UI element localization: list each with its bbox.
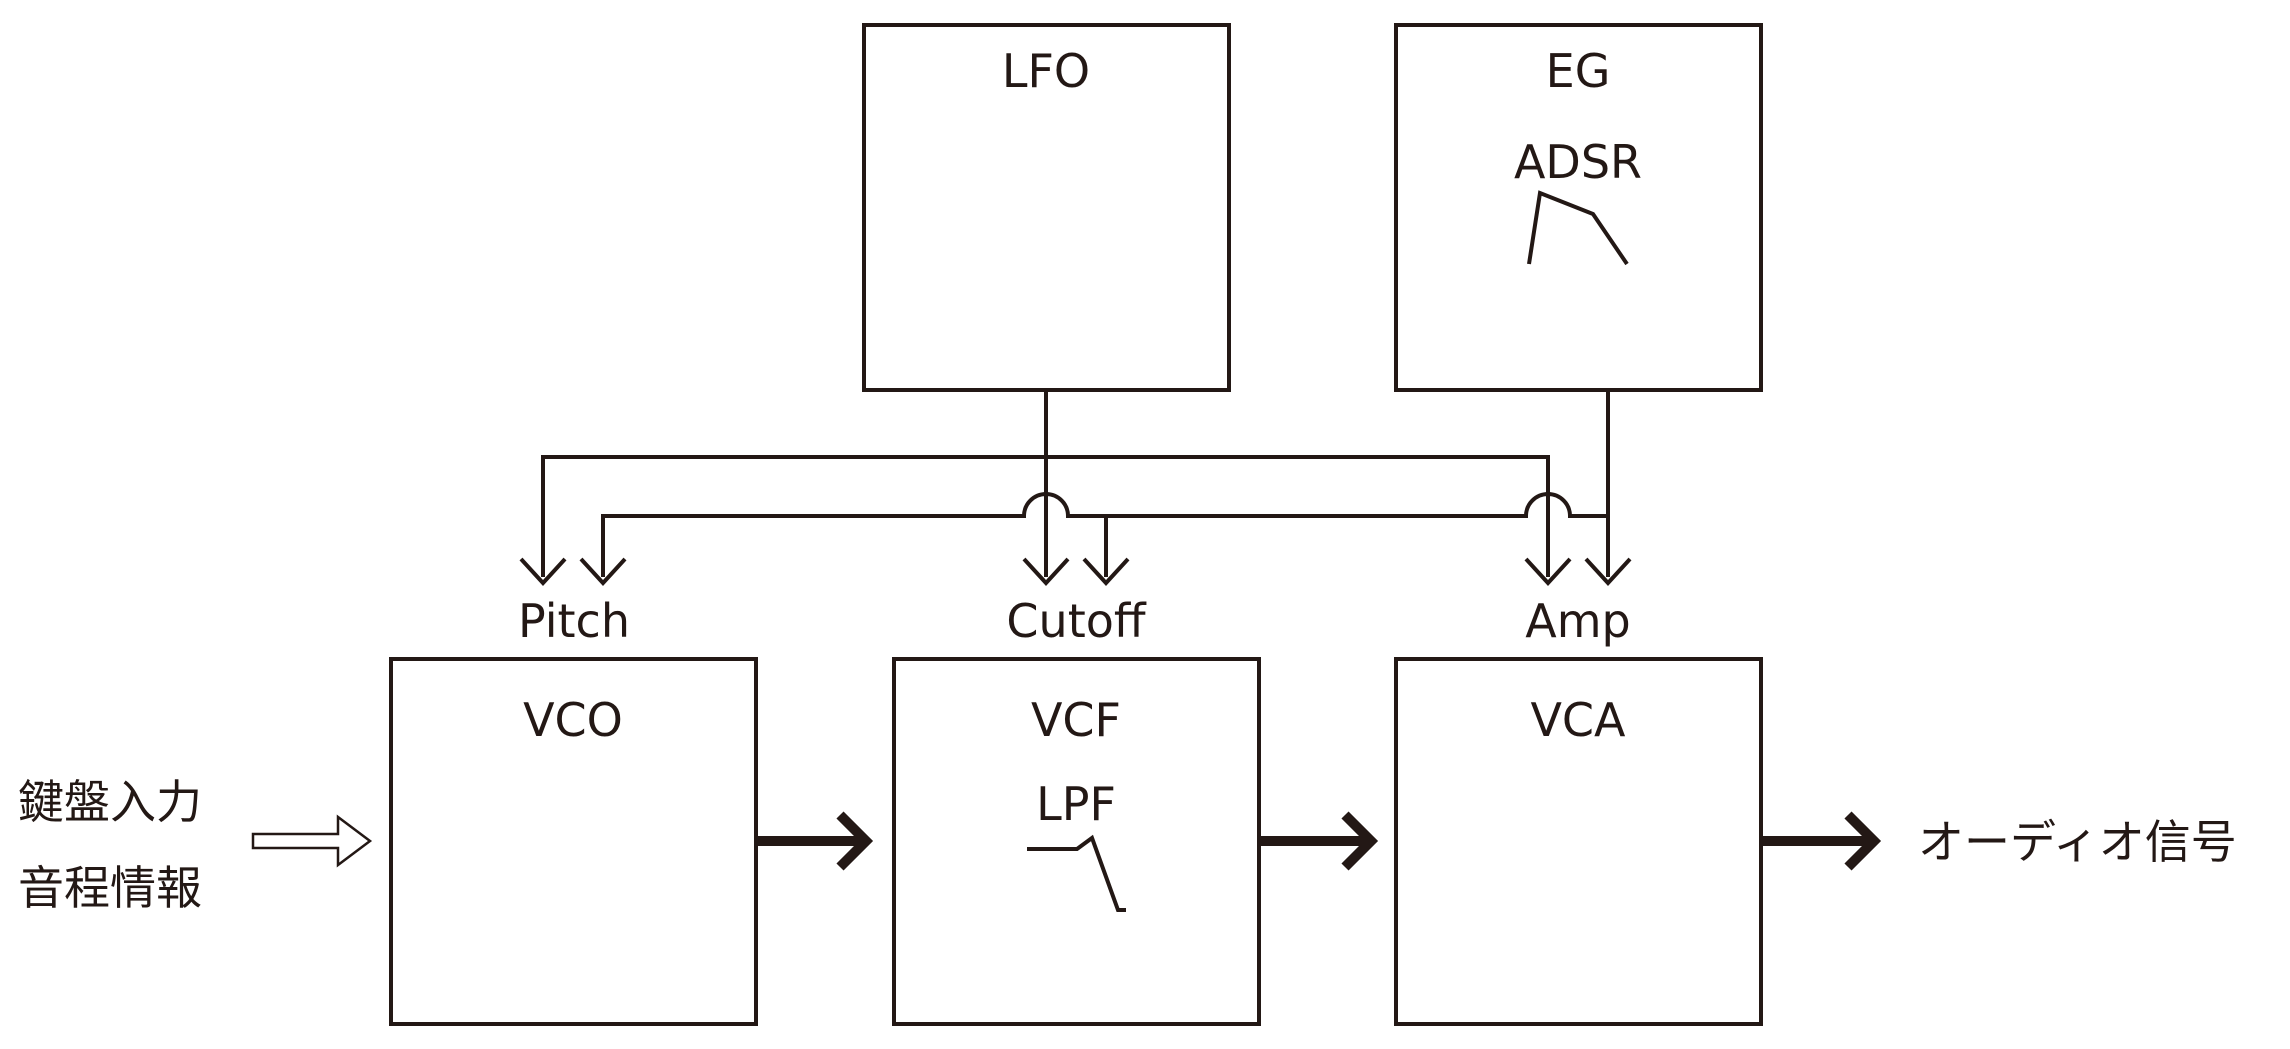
eg-bus-wire	[601, 492, 1608, 577]
pitch-eg-arrowhead	[579, 557, 627, 586]
cutoff-eg-arrowhead	[1082, 557, 1130, 586]
vcf-to-vca-arrowhead	[1341, 811, 1379, 871]
pitch-lfo-arrowhead	[519, 557, 567, 586]
lfo-bus-wire	[541, 455, 1550, 577]
vca-output-arrowhead	[1844, 811, 1882, 871]
vco-to-vcf-arrowhead	[836, 811, 874, 871]
amp-lfo-arrowhead	[1524, 557, 1572, 586]
modulation-routing	[519, 390, 1632, 586]
eg-box	[1394, 23, 1763, 392]
eg-module: EG ADSR	[1394, 23, 1763, 392]
lowpass-filter-icon	[1027, 834, 1126, 912]
eg-subtitle: ADSR	[1514, 135, 1642, 189]
adsr-envelope-icon	[1527, 190, 1629, 266]
amp-label: Amp	[1525, 594, 1630, 648]
cutoff-label: Cutoff	[1006, 594, 1146, 648]
keyboard-input: 鍵盤入力 音程情報	[18, 775, 373, 915]
vca-module: VCA	[1394, 657, 1763, 1026]
vcf-module: VCF LPF	[892, 657, 1261, 1026]
audio-signal-path	[756, 811, 1882, 871]
input-label-line1: 鍵盤入力	[18, 775, 202, 829]
vco-title: VCO	[523, 693, 623, 747]
vca-title: VCA	[1530, 693, 1626, 747]
eg-title: EG	[1546, 44, 1611, 98]
output-label: オーディオ信号	[1918, 815, 2237, 869]
lfo-title: LFO	[1002, 44, 1090, 98]
pitch-label: Pitch	[518, 594, 630, 648]
input-hollow-arrow-icon	[251, 814, 373, 868]
vcf-subtitle: LPF	[1036, 777, 1116, 831]
vco-module: VCO	[389, 657, 758, 1026]
amp-eg-arrowhead	[1584, 557, 1632, 586]
lfo-module: LFO	[862, 23, 1231, 392]
vcf-title: VCF	[1031, 693, 1121, 747]
cutoff-lfo-arrowhead	[1022, 557, 1070, 586]
input-label-line2: 音程情報	[18, 861, 202, 915]
